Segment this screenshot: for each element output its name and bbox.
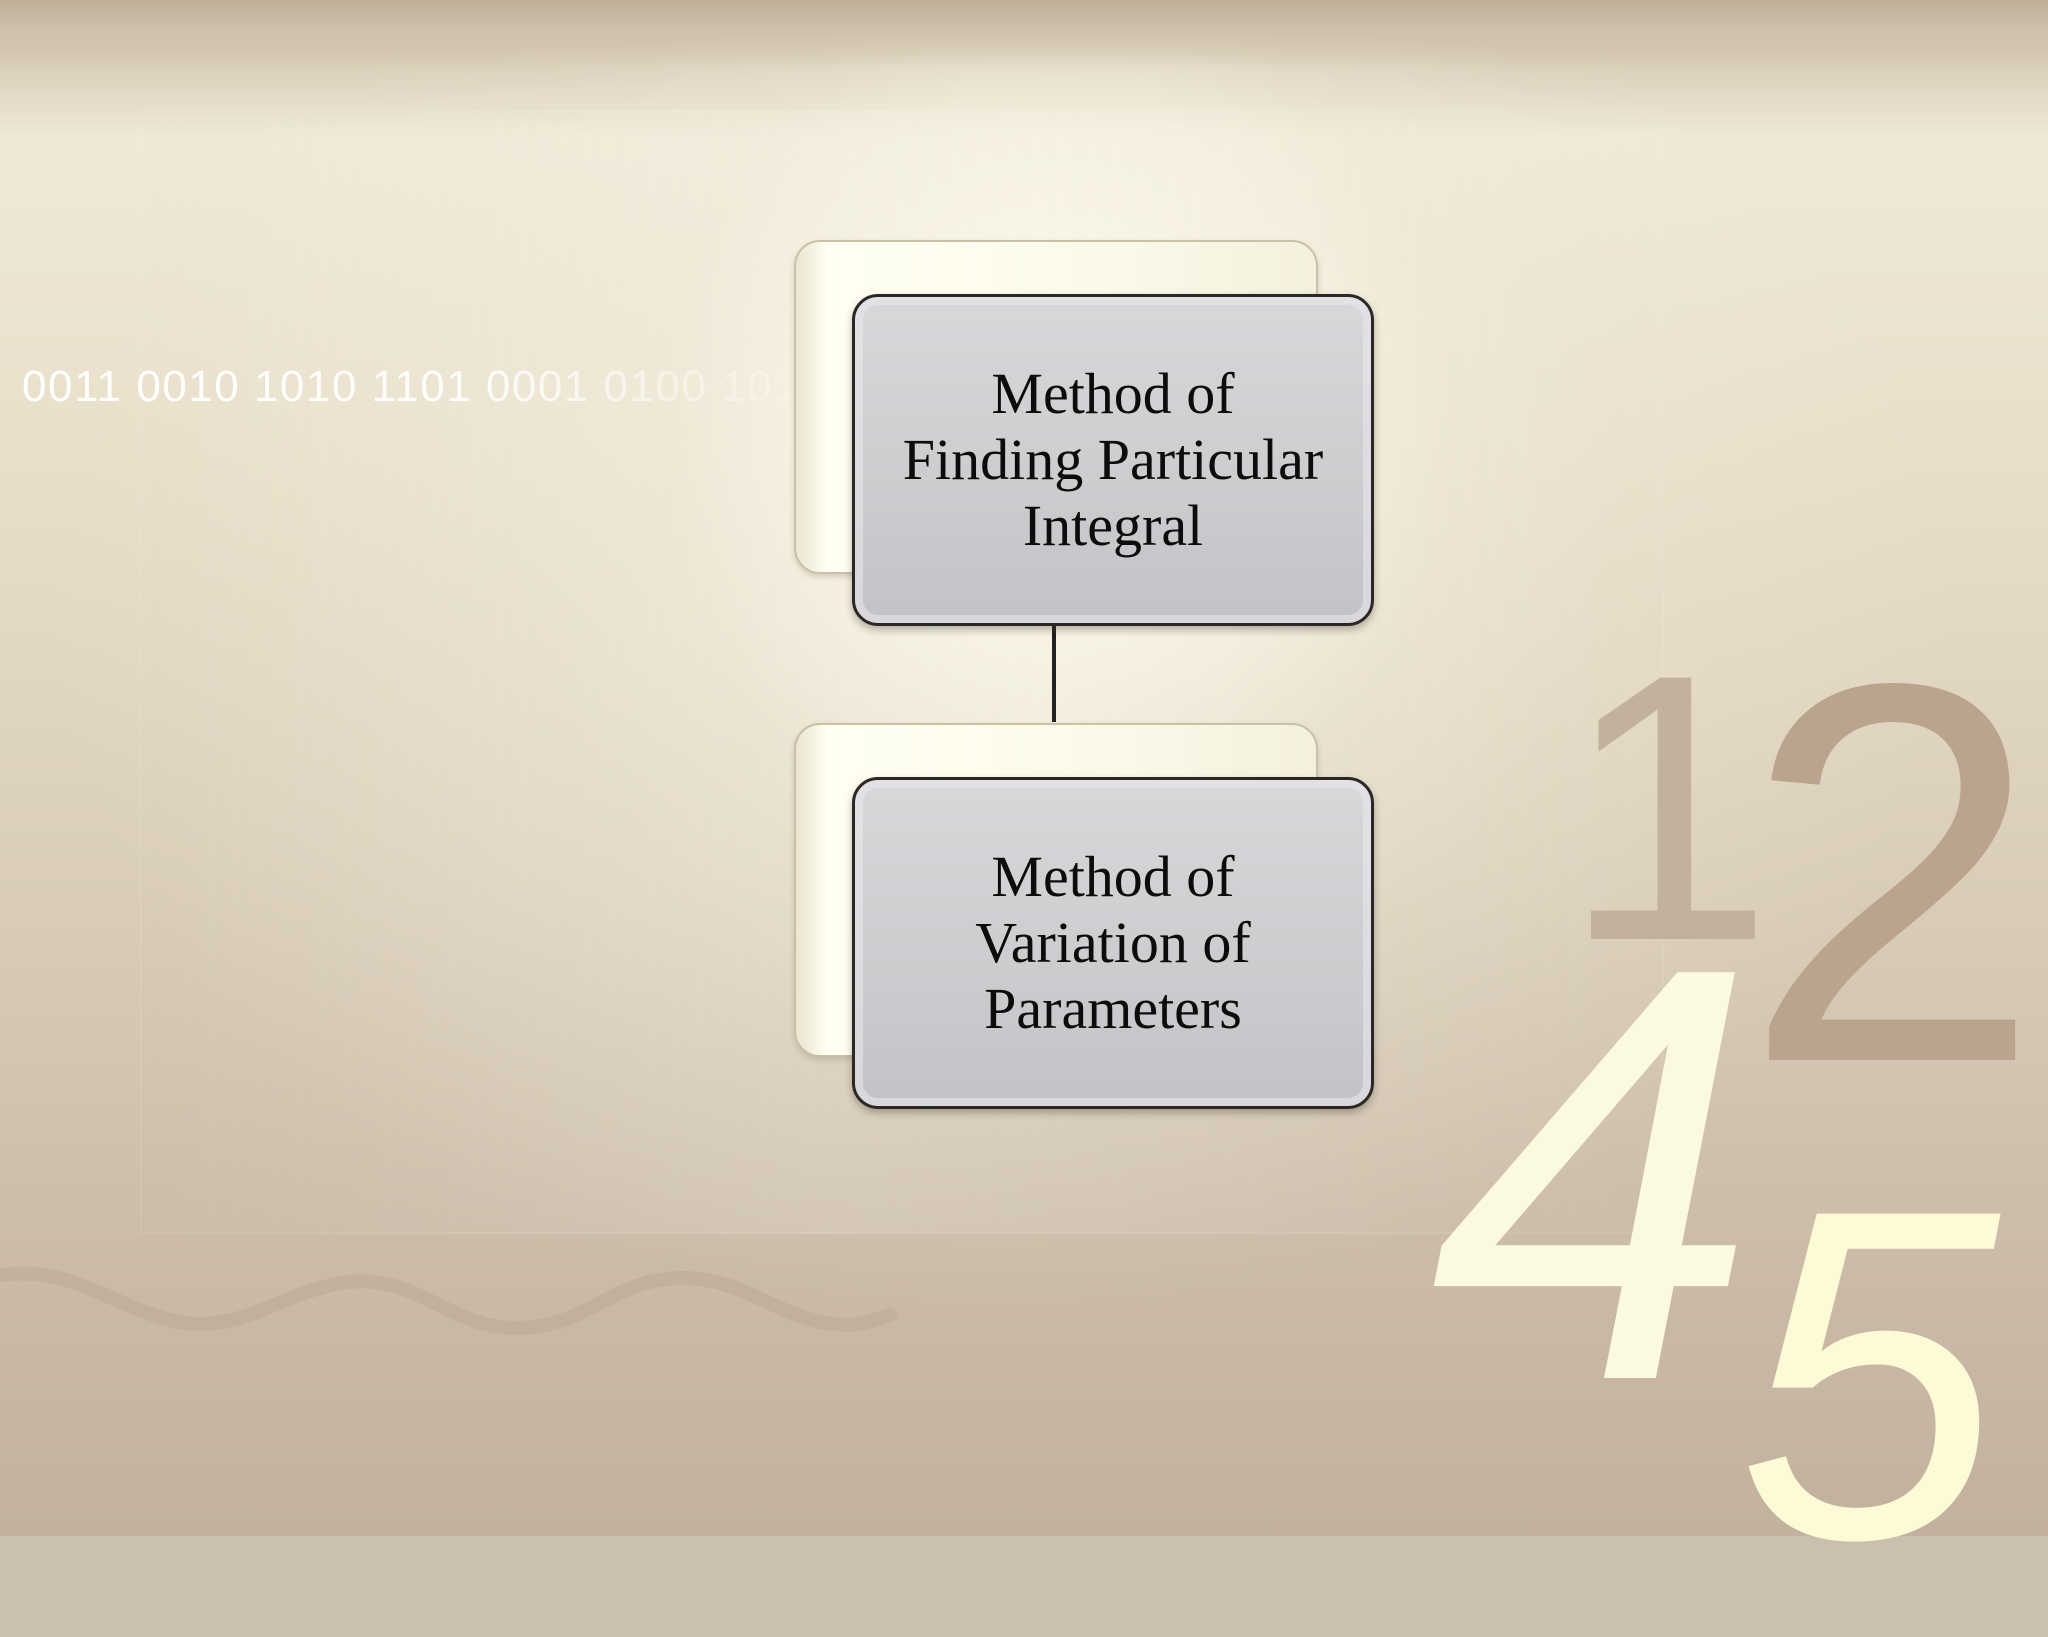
connector-line <box>1052 626 1056 722</box>
node-variation-of-parameters: Method of Variation of Parameters <box>852 777 1374 1109</box>
digit-five-decoration: 5 <box>1738 1112 2000 1637</box>
digit-two-decoration: 2 <box>1742 572 2043 1175</box>
node-particular-integral: Method of Finding Particular Integral <box>852 294 1374 626</box>
wave-decoration <box>0 1266 897 1336</box>
node-label: Method of Finding Particular Integral <box>902 361 1324 558</box>
digit-four-decoration: 4 <box>1430 845 1759 1504</box>
top-band <box>0 0 2048 70</box>
node-label: Method of Variation of Parameters <box>975 844 1251 1041</box>
binary-text-decoration: 0011 0010 1010 1101 0001 0100 1011 <box>22 362 812 411</box>
digit-one-decoration: 1 <box>1562 595 1774 1020</box>
